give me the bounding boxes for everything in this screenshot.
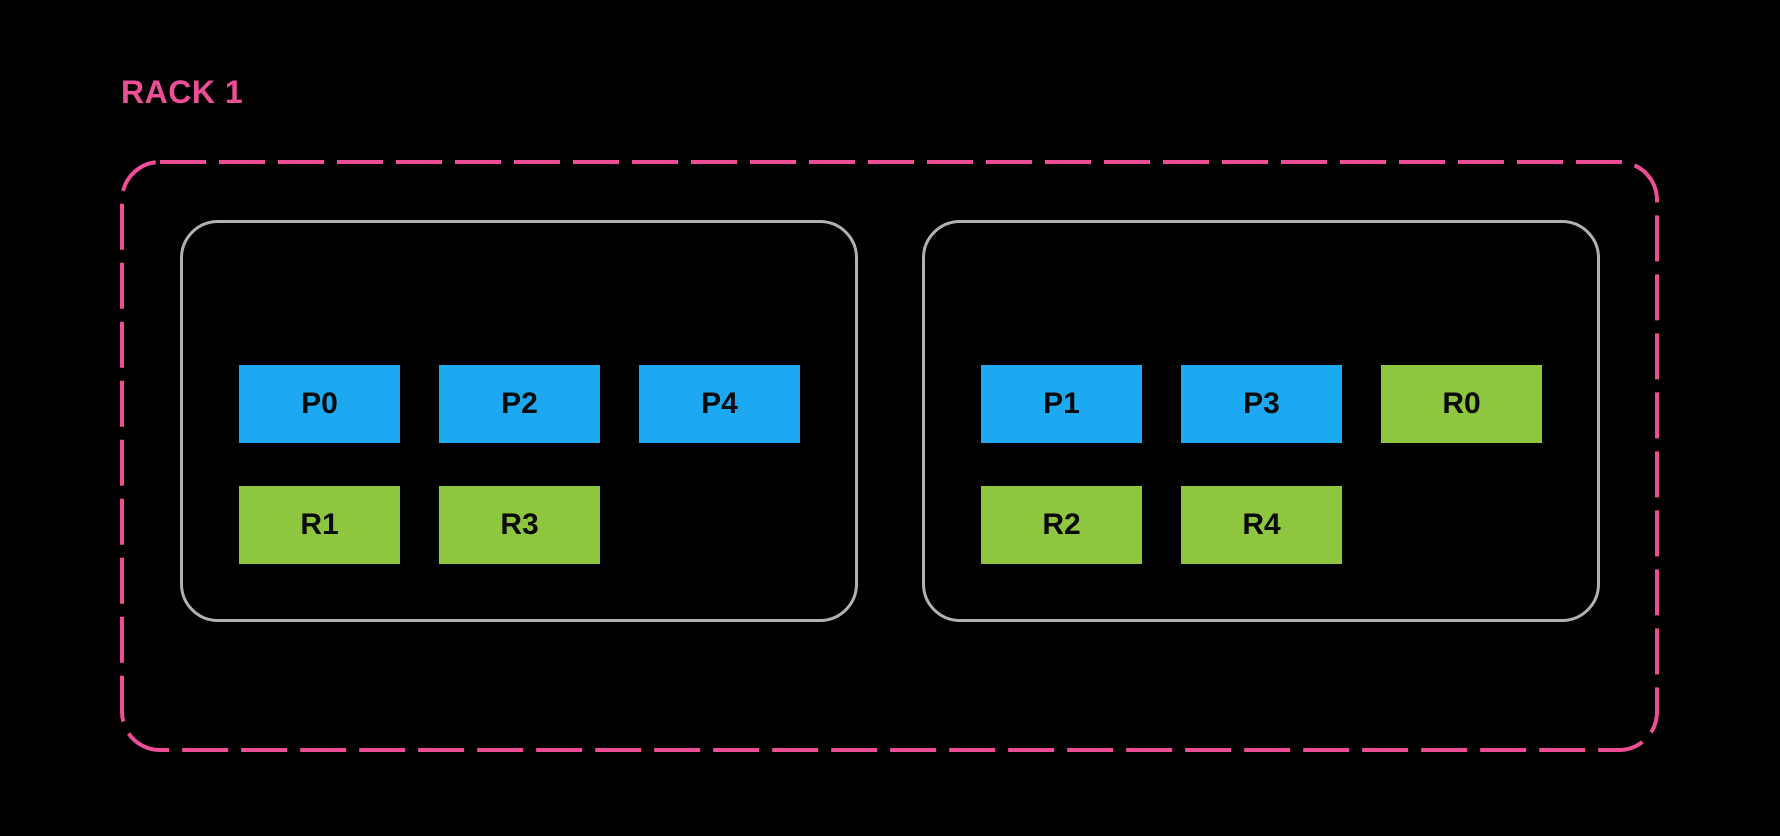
- partition-box-p2: P2: [439, 365, 600, 443]
- replica-box-r3: R3: [439, 486, 600, 564]
- partition-box-p3: P3: [1181, 365, 1342, 443]
- partition-box-p4: P4: [639, 365, 800, 443]
- replica-box-r0: R0: [1381, 365, 1542, 443]
- partition-box-p1: P1: [981, 365, 1142, 443]
- rack-label: RACK 1: [121, 74, 244, 110]
- replica-box-r1: R1: [239, 486, 400, 564]
- replica-box-r4: R4: [1181, 486, 1342, 564]
- partition-box-p0: P0: [239, 365, 400, 443]
- replica-box-r2: R2: [981, 486, 1142, 564]
